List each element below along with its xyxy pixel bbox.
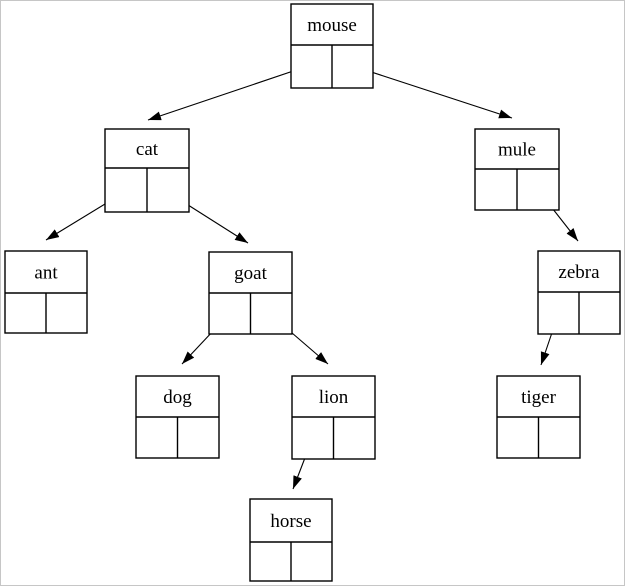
- tree-node-goat: goat: [208, 251, 293, 335]
- node-label: tiger: [521, 387, 556, 408]
- tree-node-zebra: zebra: [537, 250, 621, 335]
- tree-edge-mouse-cat: [147, 64, 312, 121]
- node-label: goat: [234, 263, 267, 284]
- tree-node-ant: ant: [4, 250, 88, 334]
- node-label: mouse: [307, 15, 357, 36]
- tree-edge-mouse-mule: [352, 65, 513, 119]
- node-label: cat: [136, 139, 159, 160]
- node-label: ant: [34, 263, 58, 284]
- node-label: dog: [163, 387, 192, 408]
- tree-node-dog: dog: [135, 375, 220, 459]
- tree-node-mule: mule: [474, 128, 560, 211]
- tree-node-lion: lion: [291, 375, 376, 460]
- tree-node-mouse: mouse: [290, 3, 374, 89]
- tree-node-cat: cat: [104, 128, 190, 213]
- node-label: horse: [270, 511, 311, 532]
- node-label: zebra: [558, 262, 600, 283]
- tree-node-tiger: tiger: [496, 375, 581, 459]
- node-label: mule: [498, 140, 536, 161]
- tree-node-horse: horse: [249, 498, 333, 582]
- node-label: lion: [319, 387, 349, 408]
